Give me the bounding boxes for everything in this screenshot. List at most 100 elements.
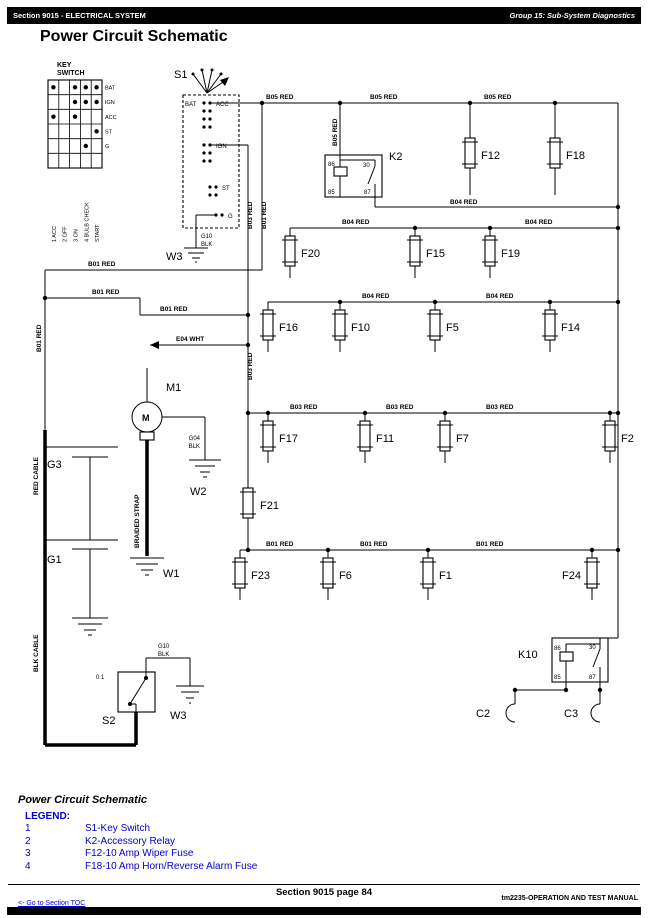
key-switch-table: KEY SWITCH BAT IGN ACC ST G: [47, 62, 117, 242]
wire-label-b04-4: B04 RED: [362, 293, 390, 300]
w2-label: W2: [190, 486, 207, 498]
wire-label-b05-2: B05 RED: [370, 94, 398, 101]
disconnect-switch-s2: 0 1 S2: [96, 671, 156, 727]
fuse-f18: F18: [547, 103, 585, 195]
wire-label-b04-1: B04 RED: [450, 199, 478, 206]
f5-label: F5: [446, 322, 459, 334]
ground-w3-bottom: W3: [170, 685, 204, 722]
ground-w1: W1: [130, 557, 180, 580]
g3-label: G3: [47, 459, 62, 471]
key-switch-position-labels: 1 ACC 2 OFF 3 ON 4 BULB CHECK START: [52, 202, 101, 242]
wire-label-b01-5: B01 RED: [92, 289, 120, 296]
wire-label-b03-vert-1: B03 RED: [247, 201, 254, 229]
braided-strap-label: BRAIDED STRAP: [134, 494, 141, 548]
wire-label-b01-vert: B01 RED: [261, 201, 268, 229]
key-switch-contact-dots: [51, 85, 99, 149]
terminal-label-acc: ACC: [105, 115, 117, 121]
m1-label: M1: [166, 382, 181, 394]
legend-item: 3 F12-10 Amp Wiper Fuse: [25, 848, 257, 861]
f14-label: F14: [561, 322, 580, 334]
footer-page-number: Section 9015 page 84: [275, 887, 373, 898]
k10-label: K10: [518, 649, 538, 661]
page-title: Power Circuit Schematic: [40, 28, 228, 45]
legend-item-number: 1: [25, 823, 31, 834]
f6-label: F6: [339, 570, 352, 582]
terminal-label-ign: IGN: [105, 100, 115, 106]
wire-label-g10-bot-2: BLK: [158, 652, 169, 658]
wire-label-b04-3: B04 RED: [525, 219, 553, 226]
key-switch-label-2: SWITCH: [57, 70, 85, 77]
legend-item: 2 K2-Accessory Relay: [25, 836, 257, 849]
fuse-f19: F19: [482, 228, 520, 278]
fuse-f7: F7: [437, 413, 469, 463]
ground-w3-top: W3: [166, 247, 208, 263]
wire-label-g10-top-2: BLK: [201, 242, 212, 248]
s1-internal-wires: [195, 102, 239, 228]
fuse-f5: F5: [427, 302, 459, 352]
f17-label: F17: [279, 433, 298, 445]
wire-labels-rotated: B03 RED B01 RED B05 RED B03 RED B01 RED …: [33, 118, 339, 672]
fuse-f10: F10: [332, 302, 370, 352]
k2-pin-30: 30: [363, 163, 370, 169]
page-footer-bar: [7, 907, 641, 915]
red-cable-label: RED CABLE: [33, 456, 40, 495]
s1-label: S1: [174, 69, 187, 81]
f20-label: F20: [301, 248, 320, 260]
terminal-label-st: ST: [105, 130, 113, 136]
battery-cables: [43, 430, 149, 747]
position-label-on: 3 ON: [74, 229, 80, 242]
k2-label: K2: [389, 151, 402, 163]
wire-label-b01-2: B01 RED: [360, 541, 388, 548]
terminal-label-bat: BAT: [105, 86, 116, 92]
wire-label-b03-2: B03 RED: [386, 404, 414, 411]
s2-label: S2: [102, 715, 115, 727]
f23-label: F23: [251, 570, 270, 582]
s1-acc-terminal: ACC: [216, 102, 229, 108]
fuse-f23: F23: [232, 550, 270, 600]
k2-pin-85: 85: [328, 190, 335, 196]
m1-solenoid: [139, 431, 155, 441]
fuse-f24: F24: [562, 550, 600, 600]
wire-label-b03-3: B03 RED: [486, 404, 514, 411]
s1-st-terminal: ST: [222, 186, 230, 192]
fuse-f2: F2: [602, 413, 634, 463]
power-circuit-schematic: KEY SWITCH BAT IGN ACC ST G: [33, 62, 634, 747]
go-to-toc-link[interactable]: <- Go to Section TOC: [18, 900, 86, 907]
wire-label-b01-6: B01 RED: [160, 306, 188, 313]
fuse-f15: F15: [407, 228, 445, 278]
wire-label-b01-bus: B01 RED: [36, 324, 43, 352]
connector-c2: C2: [476, 703, 516, 723]
header-group-label: Group 15: Sub-System Diagnostics: [509, 11, 635, 20]
legend-item: 1 S1-Key Switch: [25, 823, 257, 836]
fuse-f12: F12: [462, 103, 500, 195]
f24-label: F24: [562, 570, 581, 582]
s1-bat-terminal: BAT: [185, 102, 197, 108]
legend-block: LEGEND: 1 S1-Key Switch 2 K2-Accessory R…: [25, 811, 257, 873]
k10-pin-87: 87: [589, 675, 596, 681]
connector-c3: C3: [564, 703, 601, 723]
battery-g1: G1: [45, 539, 118, 566]
c3-label: C3: [564, 708, 578, 720]
c2-label: C2: [476, 708, 490, 720]
key-switch-label-1: KEY: [57, 62, 72, 69]
m1-motor-letter: M: [142, 413, 150, 423]
wire-label-b05-vert: B05 RED: [332, 118, 339, 146]
legend-title: LEGEND:: [25, 811, 70, 822]
k2-coil: [333, 166, 348, 177]
w3-bottom-label: W3: [170, 710, 187, 722]
wire-label-b03-1: B03 RED: [290, 404, 318, 411]
wire-label-g04-1: G04: [189, 436, 201, 442]
fuse-f14: F14: [542, 302, 580, 352]
s1-contact-dots: [202, 101, 224, 217]
f16-label: F16: [279, 322, 298, 334]
header-section-label: Section 9015 - ELECTRICAL SYSTEM: [13, 11, 146, 20]
f15-label: F15: [426, 248, 445, 260]
wire-label-g04-2: BLK: [189, 444, 200, 450]
fuse-f6: F6: [320, 550, 352, 600]
k10-pin-30: 30: [589, 645, 596, 651]
s2-positions: 0 1: [96, 675, 105, 681]
f11-label: F11: [376, 433, 394, 445]
w3-top-label: W3: [166, 251, 183, 263]
wire-label-b04-2: B04 RED: [342, 219, 370, 226]
